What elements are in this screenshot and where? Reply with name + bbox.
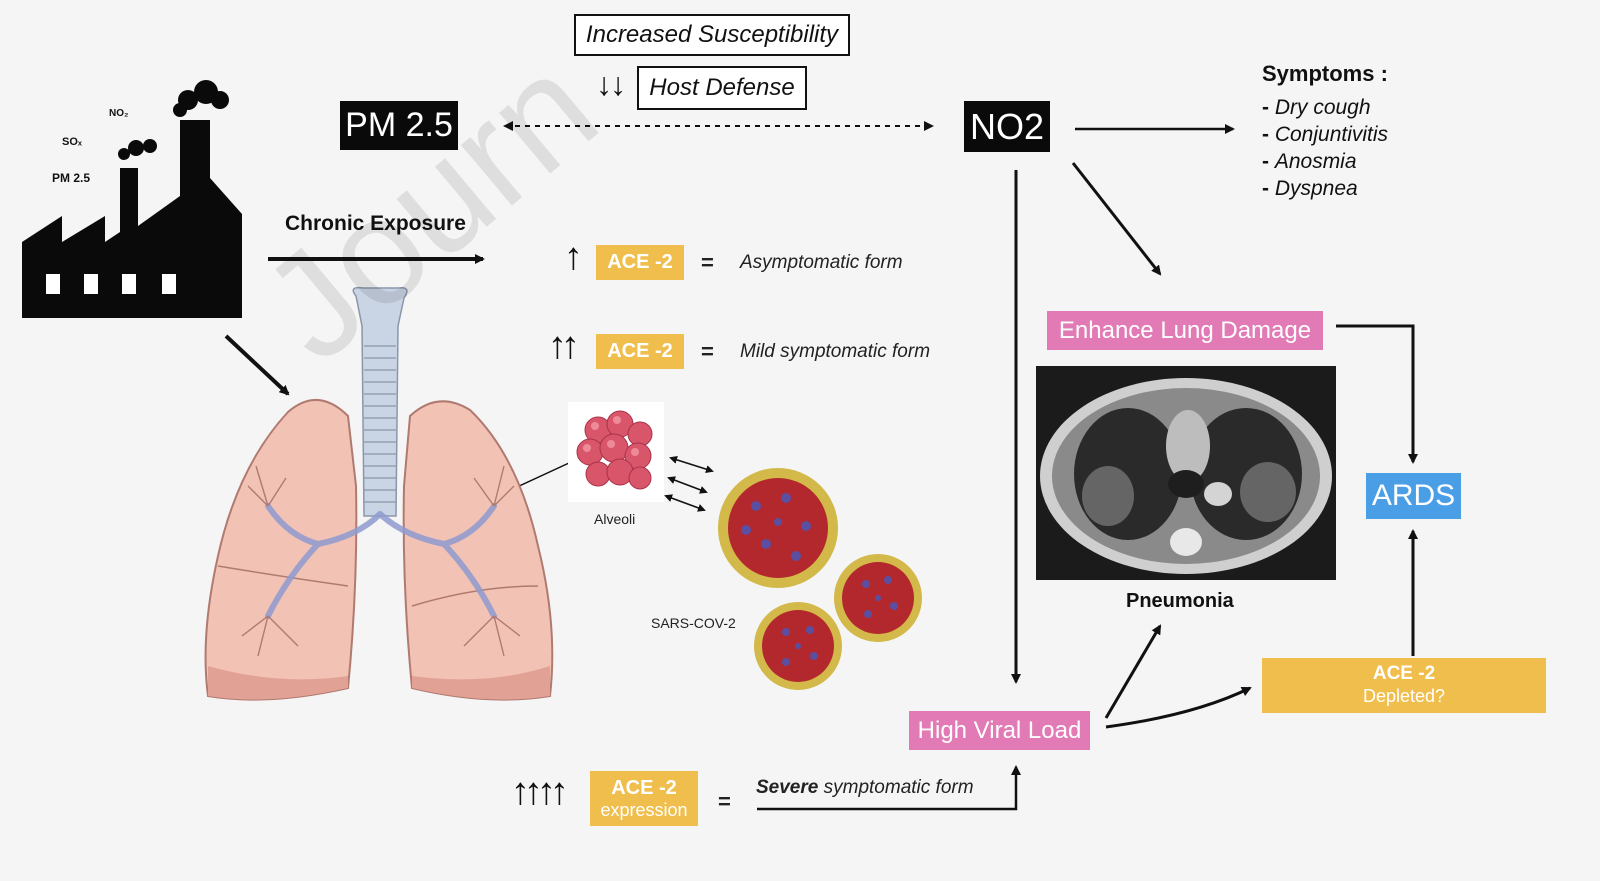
ace-expression-line2: expression: [600, 799, 688, 820]
symptom-item: - Dyspnea: [1262, 177, 1358, 200]
virus-bottom: [754, 602, 842, 690]
alveoli-illustration: [568, 402, 664, 502]
factory-pm25-label: PM 2.5: [52, 171, 91, 185]
ards-box: ARDS: [1366, 473, 1461, 519]
ace-row2-form: Mild symptomatic form: [740, 341, 931, 362]
severe-to-viral-load-arrow: [757, 765, 1021, 811]
symptoms-list: - Dry cough - Conjuntivitis - Anosmia - …: [1262, 94, 1388, 202]
exchange-arrow-1: [669, 456, 714, 473]
ace-row2-equals: =: [701, 339, 714, 364]
factory-no2-label: NO₂: [109, 108, 129, 119]
increased-susceptibility-box: Increased Susceptibility: [574, 14, 850, 56]
pneumonia-label: Pneumonia: [1126, 590, 1234, 612]
ace-depleted-line1: ACE -2: [1372, 663, 1436, 685]
pm25-box: PM 2.5: [340, 101, 458, 150]
severe-row-form: Severe symptomatic form: [756, 777, 974, 799]
symptom-item: - Dry cough: [1262, 96, 1371, 119]
severe-row-arrows: ↑↑↑↑: [511, 771, 569, 813]
viral-load-to-ace-depleted-arrow: [1105, 686, 1252, 729]
ace-row1-equals: =: [701, 250, 714, 275]
no2-box: NO2: [964, 101, 1050, 152]
virus-right: [834, 554, 922, 642]
factory-to-lungs-arrow: [224, 334, 290, 396]
factory-icon: [22, 80, 242, 318]
ace-depleted-box: ACE -2 Depleted?: [1262, 658, 1546, 713]
lung-damage-to-ards-arrow: [1336, 324, 1418, 464]
host-defense-box: Host Defense: [637, 66, 807, 110]
severe-form-rest: symptomatic form: [818, 777, 974, 798]
ace-depleted-line2: Depleted?: [1362, 686, 1446, 707]
ace-row1-form: Asymptomatic form: [740, 252, 903, 273]
ace-expression-line1: ACE -2: [611, 776, 677, 799]
enhance-lung-damage-box: Enhance Lung Damage: [1047, 311, 1323, 350]
symptoms-title: Symptoms :: [1262, 61, 1388, 86]
factory-sox-label: SOₓ: [62, 136, 82, 148]
exchange-arrow-2: [667, 476, 708, 494]
high-viral-load-box: High Viral Load: [909, 711, 1090, 750]
lungs-illustration: [204, 286, 554, 701]
virus-label: SARS-COV-2: [651, 615, 736, 631]
ace-row1-box: ACE -2: [596, 245, 684, 280]
ace-row2-box: ACE -2: [596, 334, 684, 369]
ace-expression-box: ACE -2 expression: [590, 771, 698, 826]
symptom-item: - Conjuntivitis: [1262, 123, 1389, 146]
alveoli-label: Alveoli: [594, 511, 636, 527]
ace-row1-arrows: ↑: [564, 236, 583, 278]
severe-row-equals: =: [718, 789, 731, 814]
symptom-item: - Anosmia: [1262, 150, 1357, 173]
severe-word: Severe: [756, 777, 819, 798]
virus-illustration: [718, 468, 922, 690]
host-defense-down-arrows: ↓↓: [596, 66, 626, 102]
ct-scan-image: [1036, 366, 1336, 580]
no2-to-lung-damage-arrow: [1071, 162, 1162, 276]
virus-large: [718, 468, 838, 588]
chronic-exposure-label: Chronic Exposure: [285, 212, 466, 235]
viral-load-to-pneumonia-arrow: [1104, 624, 1162, 719]
exchange-arrow-3: [664, 494, 706, 512]
